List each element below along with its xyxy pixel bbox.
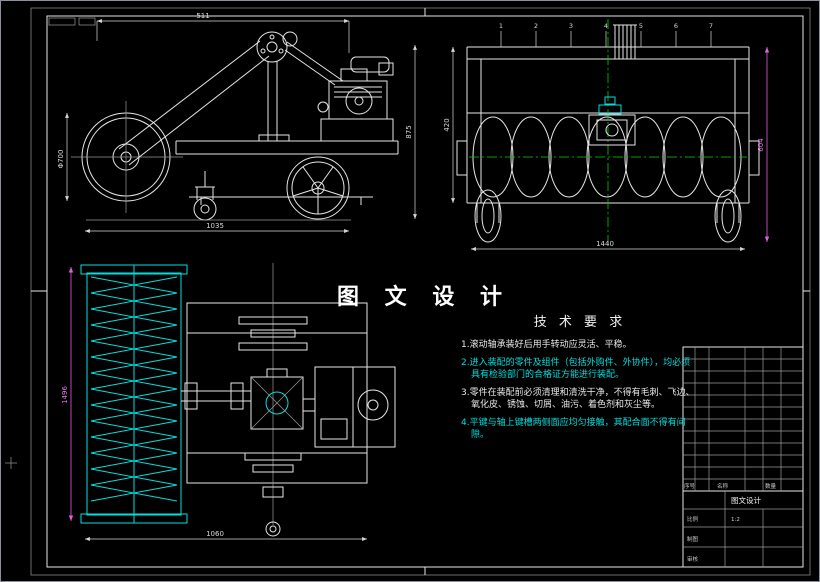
callout-label: 3 bbox=[569, 22, 573, 30]
dim-label: 1440 bbox=[596, 240, 614, 248]
callout-label: 2 bbox=[534, 22, 538, 30]
callouts: 1 2 3 4 5 6 7 bbox=[499, 22, 713, 47]
callout-label: 1 bbox=[499, 22, 503, 30]
dim-label: 1060 bbox=[206, 530, 224, 538]
sheet-frame bbox=[5, 7, 811, 576]
auger-top bbox=[80, 264, 188, 524]
dimensions: 511 Φ700 1035 875 420 604 1440 1496 1060 bbox=[57, 12, 770, 541]
dim-label: 1496 bbox=[61, 386, 69, 404]
tech-item-2: 2.进入装配的零件及组件（包括外购件、外协件），均必须具有检验部门的合格证方能进… bbox=[461, 357, 691, 381]
bom-col-seq: 序号 bbox=[684, 482, 696, 490]
tech-heading: 技 术 要 求 bbox=[533, 315, 627, 330]
rear-view bbox=[456, 19, 760, 245]
bom-col-qty: 数量 bbox=[765, 482, 777, 490]
tech-item-1: 1.滚动轴承装好后用手转动应灵活、平稳。 bbox=[461, 340, 632, 350]
pulley-stack bbox=[613, 24, 637, 60]
callout-label: 4 bbox=[604, 22, 608, 30]
title-block: 序号 名称 数量 图文设计 比例 1:2 制图 审核 bbox=[682, 346, 804, 568]
dim-label: 511 bbox=[196, 12, 209, 20]
engine-top bbox=[303, 366, 396, 448]
draw-label: 制图 bbox=[687, 535, 699, 543]
dim-label: 604 bbox=[757, 138, 765, 152]
gearbox-rear bbox=[588, 96, 636, 146]
tech-requirements: 技 术 要 求 1.滚动轴承装好后用手转动应灵活、平稳。 2.进入装配的零件及组… bbox=[461, 311, 699, 447]
callout-label: 7 bbox=[709, 22, 713, 30]
tech-item-4: 4.平键与轴上键槽两侧面应均匀接触，其配合面不得有间隙。 bbox=[461, 417, 686, 441]
dim-label: 420 bbox=[443, 118, 451, 131]
ucs-cross-icon bbox=[5, 457, 17, 469]
rear-wheels bbox=[474, 189, 742, 243]
watermark-title: 图 文 设 计 bbox=[337, 285, 511, 310]
dim-label: 1035 bbox=[206, 222, 224, 230]
bom-col-name: 名称 bbox=[717, 482, 729, 490]
engine-side bbox=[317, 56, 394, 142]
gearbox-top bbox=[250, 368, 304, 430]
scale-value: 1:2 bbox=[731, 517, 740, 523]
dim-label: 875 bbox=[405, 125, 413, 138]
side-view bbox=[71, 31, 399, 221]
dim-label: Φ700 bbox=[57, 150, 65, 169]
callout-label: 5 bbox=[639, 22, 643, 30]
scale-label: 比例 bbox=[687, 515, 699, 523]
callout-label: 6 bbox=[674, 22, 678, 30]
top-view bbox=[80, 263, 396, 537]
check-label: 审核 bbox=[687, 555, 699, 563]
tech-item-3: 3.零件在装配前必须清理和清洗干净，不得有毛刺、飞边、氧化皮、锈蚀、切屑、油污、… bbox=[461, 387, 695, 411]
drawing-name: 图文设计 bbox=[731, 495, 761, 505]
